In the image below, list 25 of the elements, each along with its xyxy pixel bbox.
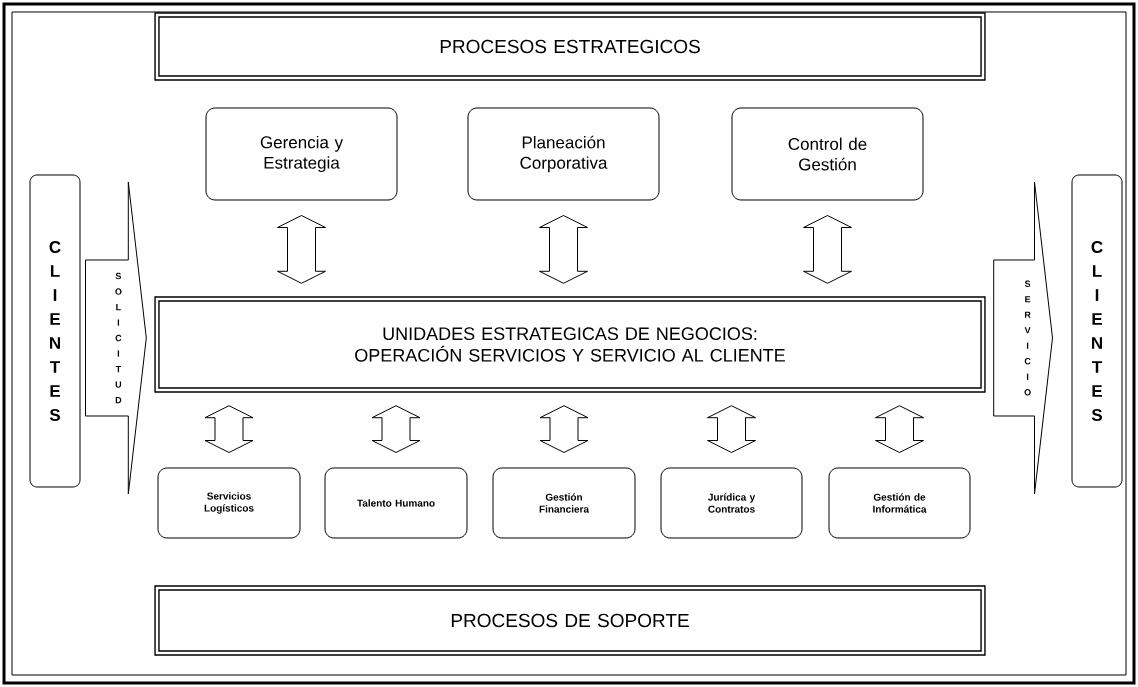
- double-arrow: [803, 215, 852, 284]
- edge-label: SERVICIO: [1024, 280, 1031, 396]
- process-box: Gestión Financiera: [492, 467, 636, 539]
- block-arrow: [85, 181, 147, 495]
- double-arrow: [204, 405, 254, 453]
- process-box: Gerencia y Estrategia: [205, 107, 398, 201]
- process-box: Talento Humano: [324, 467, 468, 539]
- double-arrow: [277, 215, 326, 284]
- process-box: Jurídica y Contratos: [660, 467, 803, 539]
- client-box: CLIENTES: [1071, 174, 1123, 488]
- process-box: Gestión de Informática: [828, 467, 971, 539]
- title-band: PROCESOS DE SOPORTE: [154, 585, 986, 656]
- process-box: Servicios Logísticos: [157, 467, 301, 539]
- title-band: PROCESOS ESTRATEGICOS: [154, 12, 986, 81]
- client-box: CLIENTES: [29, 174, 81, 488]
- block-arrow: [993, 181, 1053, 495]
- edge-label: SOLICITUD: [115, 272, 122, 404]
- double-arrow: [371, 405, 421, 453]
- double-arrow: [875, 405, 924, 453]
- double-arrow: [539, 215, 588, 284]
- process-box: Planeación Corporativa: [467, 107, 660, 201]
- process-box: Control de Gestión: [731, 107, 924, 201]
- double-arrow: [539, 405, 589, 453]
- double-arrow: [707, 405, 756, 453]
- title-band: UNIDADES ESTRATEGICAS DE NEGOCIOS: OPERACIÓN SERVICIOS Y SERVICIO AL CLIENTE: [154, 296, 986, 393]
